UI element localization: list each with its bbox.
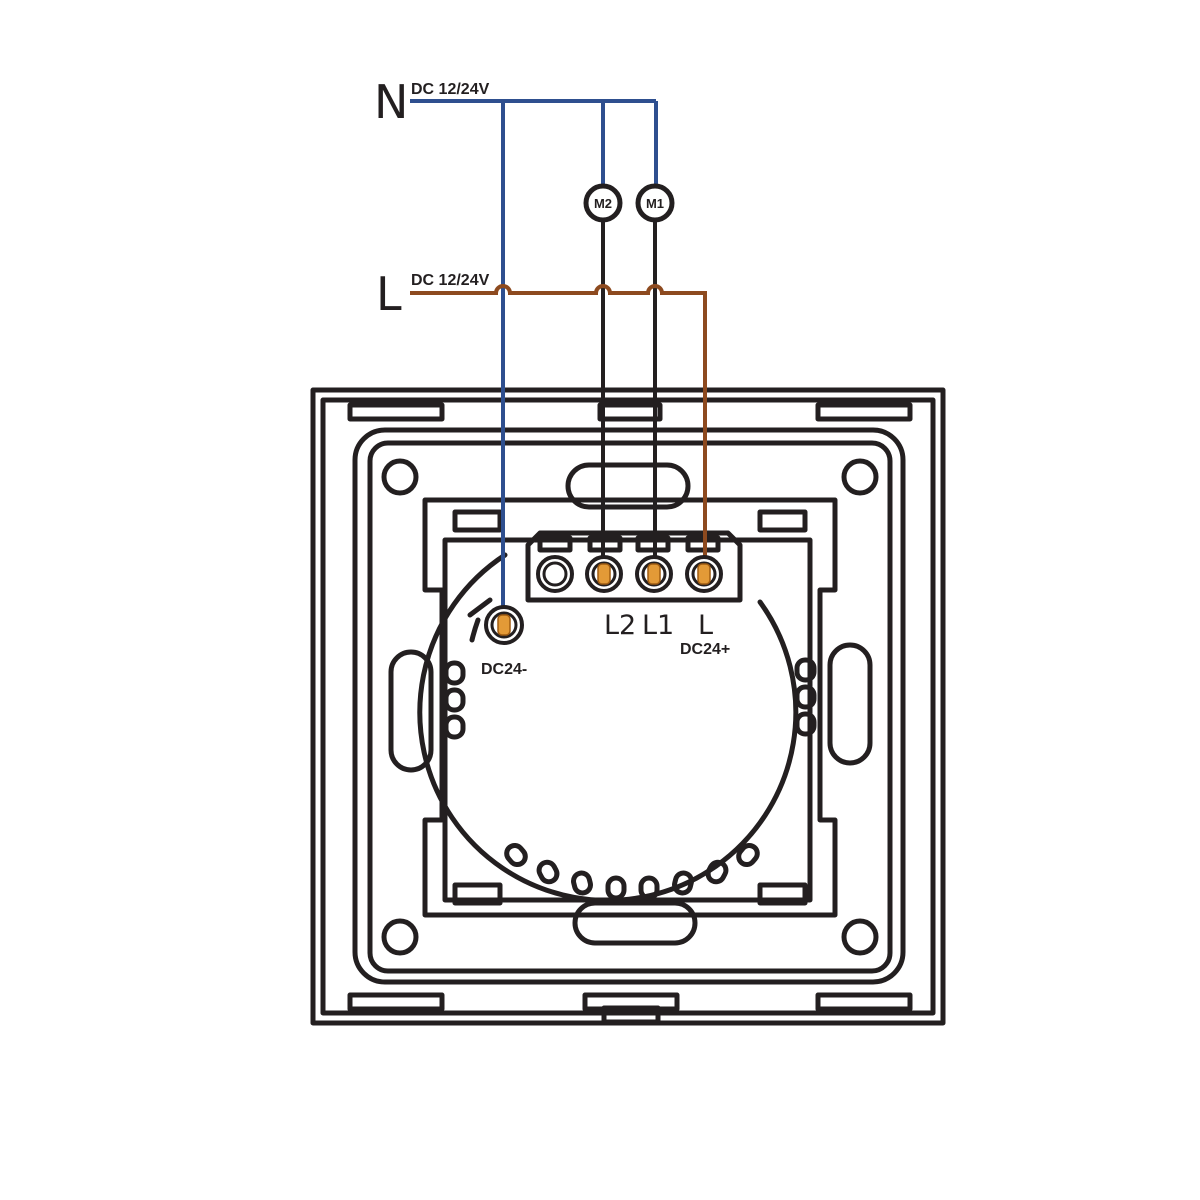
side-ridges: [443, 657, 817, 740]
screw-hole-icon: [381, 918, 419, 956]
terminal-dc-plus-label: DC24+: [680, 641, 730, 658]
screw-hole-icon: [841, 458, 879, 496]
terminal-l2-label: L2: [604, 610, 636, 641]
terminal-dc-minus-label: DC24-: [481, 661, 527, 678]
screw-hole-icon: [841, 918, 879, 956]
motor-m1: M1: [635, 183, 675, 223]
module-teeth: [504, 842, 760, 901]
terminal-block: [525, 530, 743, 603]
motor-m2: M2: [583, 183, 623, 223]
edge-clips: [347, 402, 913, 1025]
neutral-wires: [410, 99, 658, 625]
switch-body: [310, 387, 946, 1026]
screw-hole-icon: [381, 458, 419, 496]
mounting-slot-left: [388, 649, 434, 773]
terminal-l-label: L: [698, 610, 713, 641]
motor-m1-label: M1: [646, 196, 664, 211]
neutral-voltage: DC 12/24V: [411, 81, 490, 98]
motor-m2-label: M2: [594, 196, 612, 211]
live-voltage: DC 12/24V: [411, 272, 490, 289]
motor-wires: [601, 219, 657, 572]
mounting-slot-right: [827, 642, 873, 766]
mounting-slot-bottom: [572, 900, 698, 946]
live-wire: [410, 284, 707, 572]
terminal-screws: [484, 555, 723, 645]
terminal-l1-label: L1: [642, 610, 674, 641]
mounting-slot-top: [565, 462, 691, 510]
round-module: [417, 552, 799, 903]
neutral-label: N: [374, 75, 408, 129]
live-label: L: [376, 267, 402, 321]
